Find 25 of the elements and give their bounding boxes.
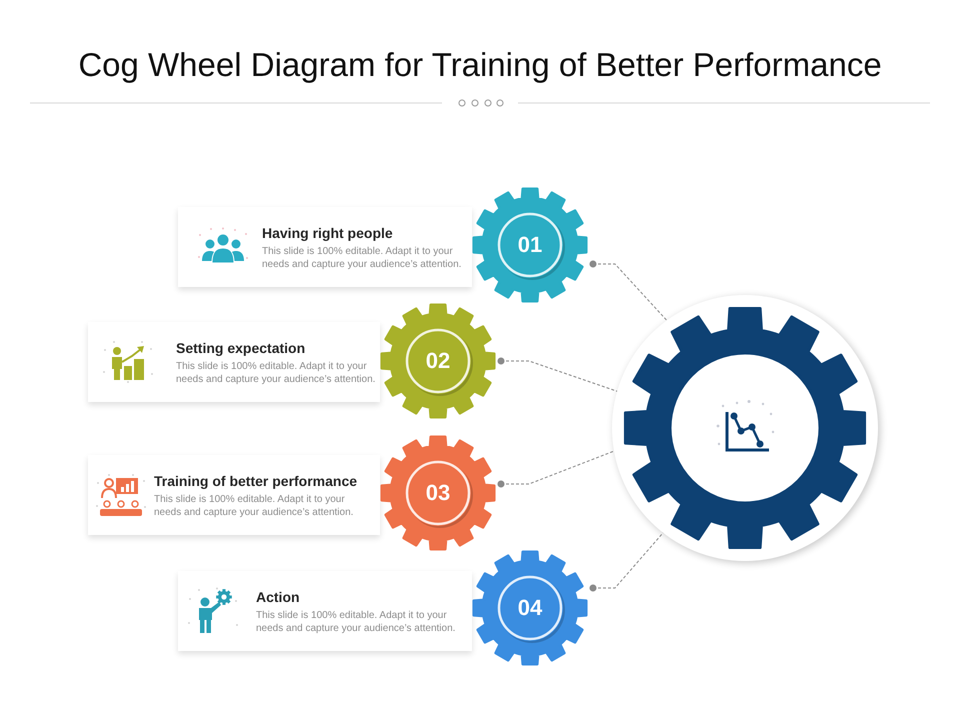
connector-line (590, 260, 668, 321)
step-number: 01 (518, 232, 542, 258)
card-description: This slide is 100% editable. Adapt it to your needs and capture your audience’s attention. (176, 360, 376, 386)
card (178, 571, 472, 651)
step-number: 04 (518, 595, 542, 621)
card-heading: Action (256, 588, 301, 606)
connector-line (498, 358, 618, 392)
step-number: 02 (426, 348, 450, 374)
step-number: 03 (426, 480, 450, 506)
card-heading: Having right people (262, 224, 394, 242)
gear (472, 550, 588, 666)
card-description: This slide is 100% editable. Adapt it to your needs and capture your audience’s attention. (154, 492, 354, 518)
card-description: This slide is 100% editable. Adapt it to your needs and capture your audience’s attention. (262, 244, 462, 270)
card-heading: Training of better performance (154, 472, 358, 490)
connector-line (498, 450, 614, 488)
card (178, 207, 472, 287)
card (88, 322, 380, 402)
title: Cog Wheel Diagram for Training of Better Performance (77, 45, 883, 85)
gear (472, 187, 588, 303)
gear (380, 435, 496, 551)
connector-line (590, 532, 664, 592)
gear (380, 303, 496, 419)
card-heading: Setting expectation (176, 338, 306, 356)
card-description: This slide is 100% editable. Adapt it to your needs and capture your audience’s attention. (256, 608, 456, 634)
card (88, 455, 380, 535)
